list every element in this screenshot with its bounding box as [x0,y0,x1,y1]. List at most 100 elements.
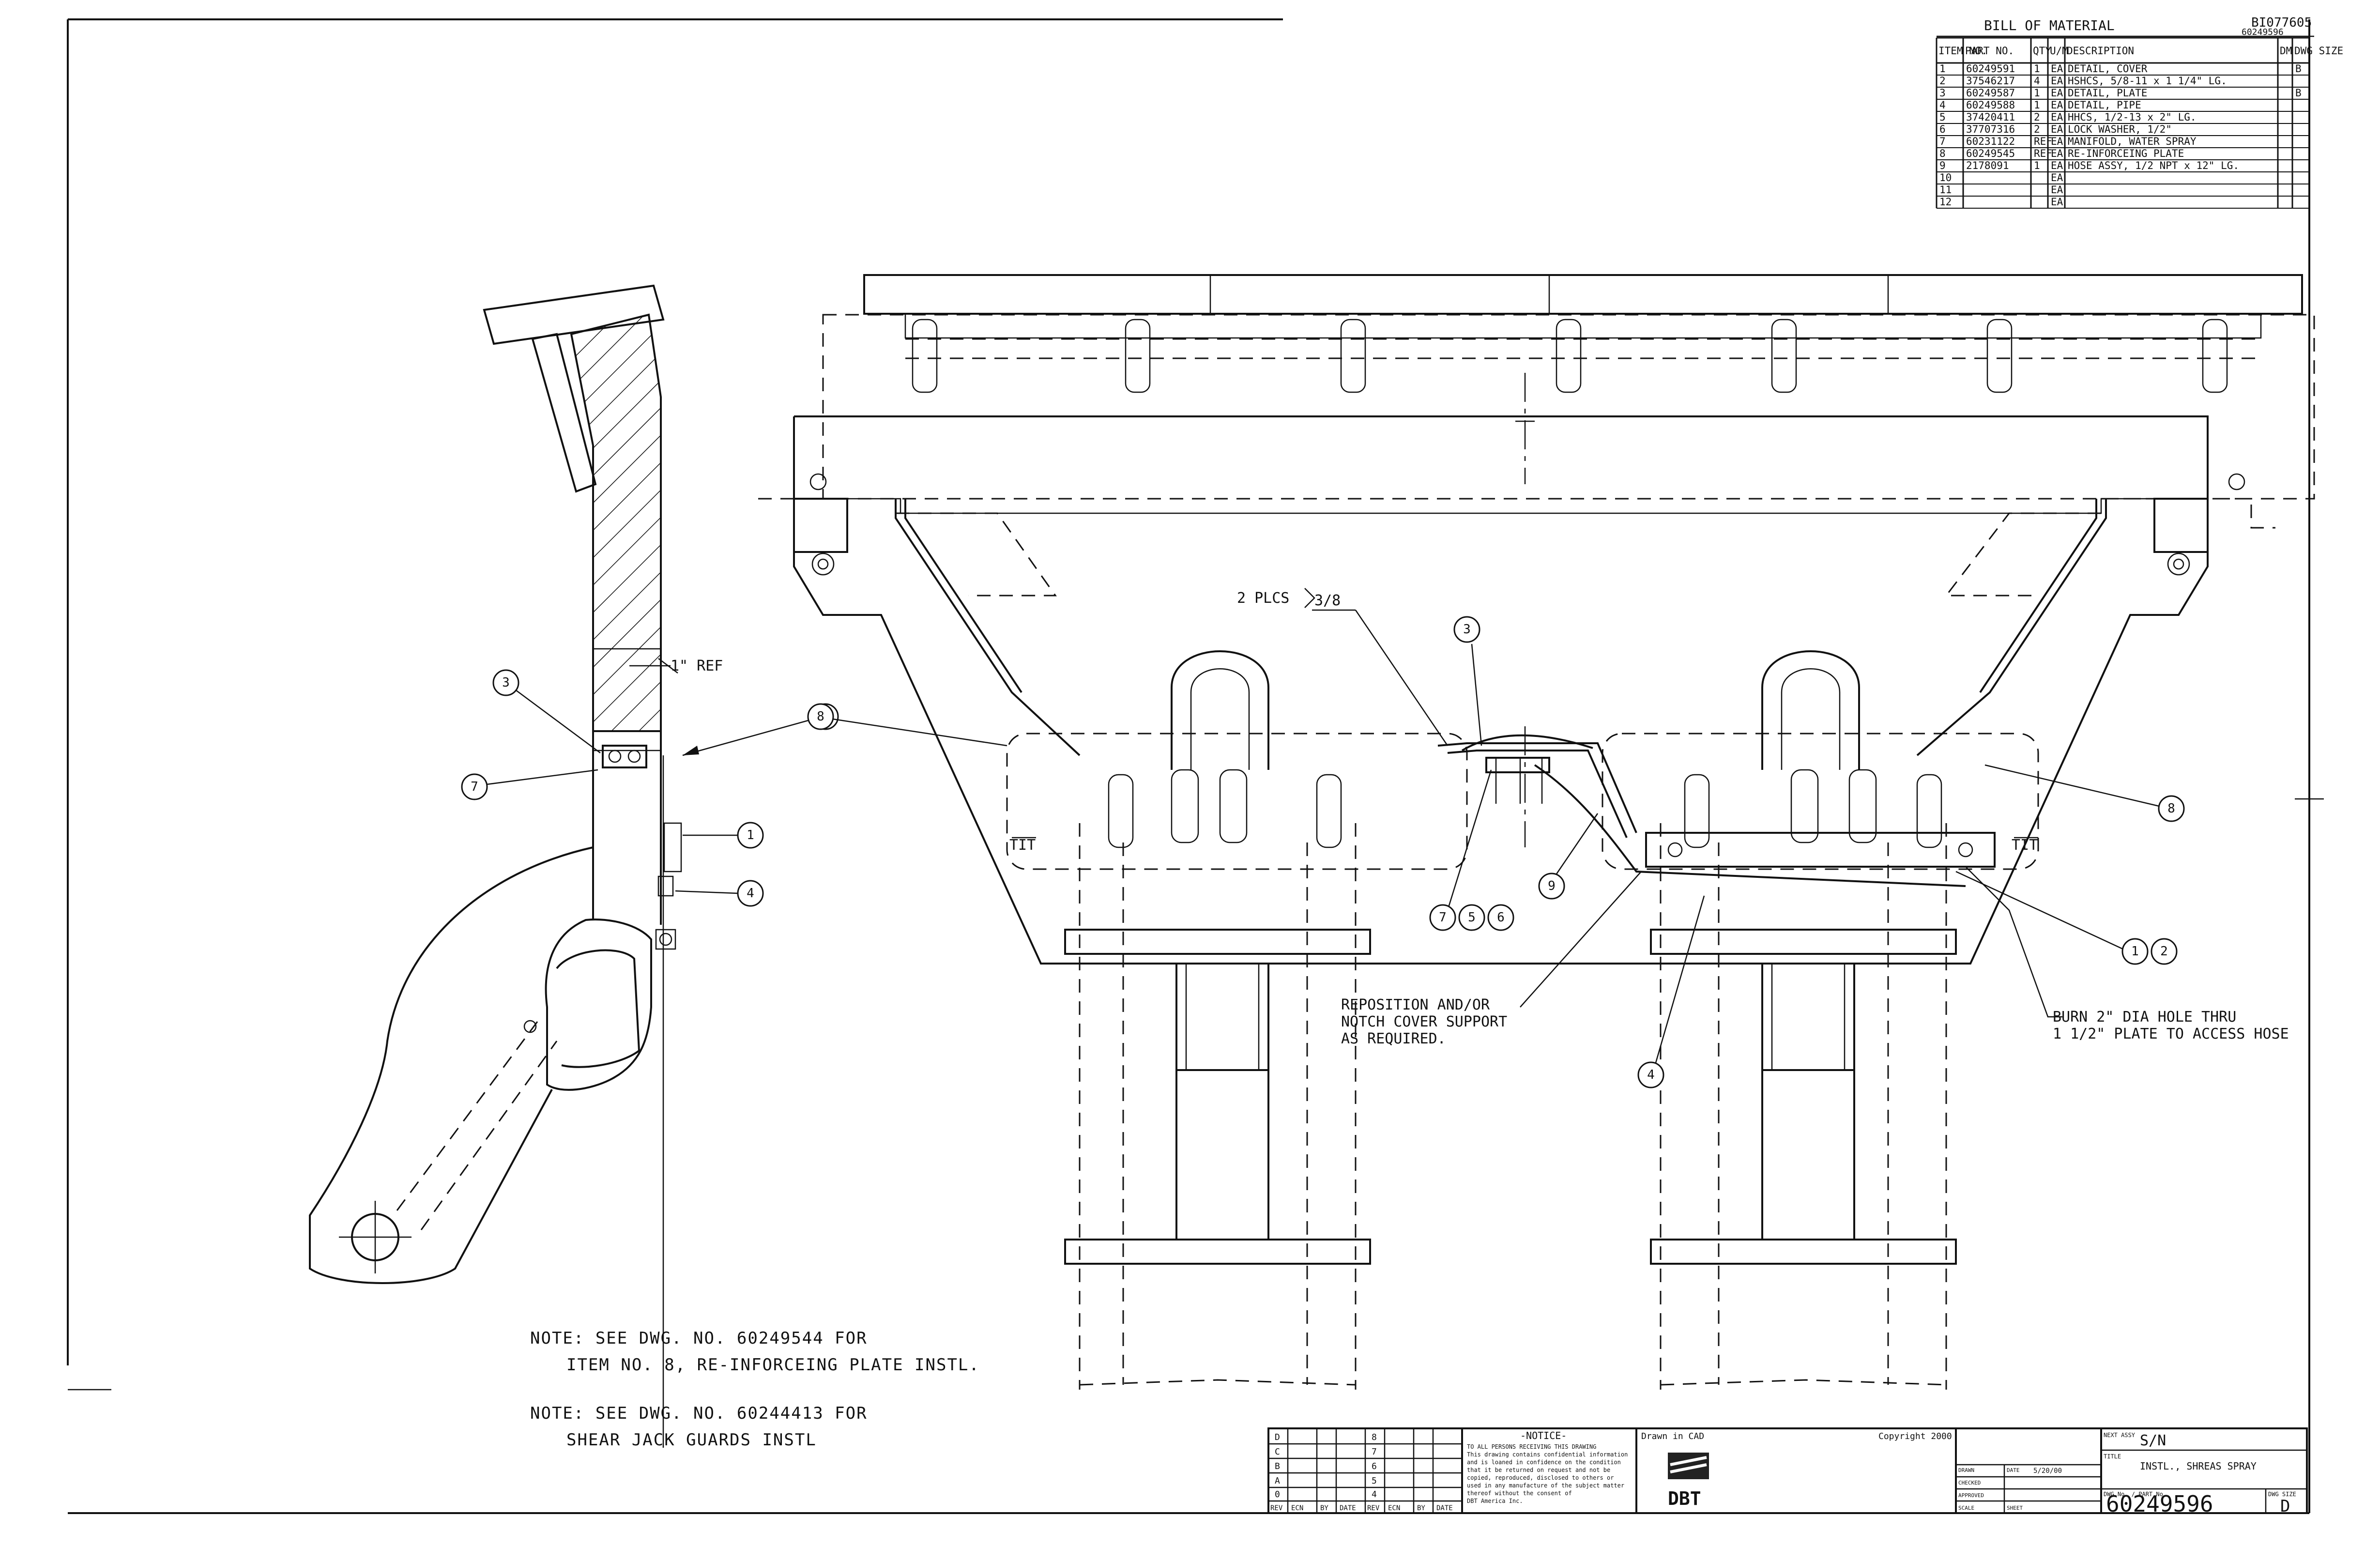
bom-cell: EA [2051,75,2063,87]
bom-cell: 7 [1939,136,1946,147]
title-block: D C B A 0 8 7 6 5 4 REV ECN BY DATE REV … [1267,1427,2308,1517]
bom-cell: 9 [1939,160,1946,171]
bom-cell: B [2295,63,2302,75]
notice-line-3: and is loaned in confidence on the condi… [1467,1459,1621,1466]
dbt-logo-icon [1668,1453,1709,1479]
bom-cell: EA [2051,99,2063,111]
front-cover-slots [912,319,2228,393]
next-assy-label: NEXT ASSY [2104,1432,2136,1439]
bom-cell: 60249588 [1966,99,2015,111]
weld-size: 3/8 [1314,592,1341,609]
note-2-line-1: NOTE: SEE DWG. NO. 60244413 FOR [530,1404,868,1423]
notice-line-5: copied, reproduced, disclosed to others … [1467,1474,1614,1481]
date-label: DATE [2007,1467,2020,1473]
bom-header: DWG SIZE [2294,45,2343,57]
bom-header: DESCRIPTION [2067,45,2134,57]
balloon-side-1: 1 [747,828,754,842]
bom-doc-number-sub: 60249596 [2242,27,2284,37]
bom-cell: 37546217 [1966,75,2015,87]
bom-cell: DETAIL, PIPE [2068,99,2141,111]
notice-title: -NOTICE- [1520,1430,1567,1441]
burn-line-1: BURN 2" DIA HOLE THRU [2053,1009,2236,1026]
bom-cell: 2 [2034,111,2040,123]
bom-cell: EA [2051,87,2063,99]
bom-cell: 4 [2034,75,2040,87]
balloon-side-7: 7 [471,780,478,794]
weld-label: 2 PLCS [1237,590,1289,607]
side-view: 1" REF [309,284,723,1448]
bom-cell: EA [2051,184,2063,196]
sheet-label: SHEET [2007,1505,2023,1511]
balloon-top-1: 1 [2131,944,2139,959]
bom-cell: EA [2051,172,2063,184]
bom-header: U/M [2050,45,2068,57]
bom-header: ITEM NO. [1938,45,1987,57]
notice-line-8: DBT America Inc. [1467,1498,1523,1504]
dwg-no-label: DWG No. / PART No. [2104,1491,2166,1498]
bom-cell: HOSE ASSY, 1/2 NPT x 12" LG. [2068,160,2239,171]
bom-cell: DETAIL, PLATE [2068,87,2147,99]
bom-cell: EA [2051,148,2063,159]
sheet-border [67,18,2324,1514]
bom-cell: 60249591 [1966,63,2015,75]
bom-cell: 60231122 [1966,136,2015,147]
rev-header-date-2: DATE [1436,1504,1453,1512]
center-bolts [1485,726,1550,847]
balloon-side-4: 4 [747,886,754,901]
bom-cell: 37420411 [1966,111,2015,123]
bom-cell: EA [2051,63,2063,75]
drawn-in-cad: Drawn in CAD [1641,1431,1704,1441]
rev2-cell-5: 4 [1372,1489,1377,1500]
bom-cell: LOCK WASHER, 1/2" [2068,123,2172,135]
bom-cell: 3 [1939,87,1946,99]
reposition-line-3: AS REQUIRED. [1341,1030,1446,1047]
bom-cell: 6 [1939,123,1946,135]
notice-line-7: thereof without the consent of [1467,1490,1572,1497]
title-label: TITLE [2104,1453,2121,1460]
front-view-callouts: 8 2 PLCS 3/8 3 7 5 6 9 REPOSITION AND/OR… [807,588,2289,1088]
bom-cell: 8 [1939,148,1946,159]
rev2-cell-4: 5 [1372,1476,1377,1486]
rev-cell-4: A [1275,1476,1280,1486]
bom-cell: EA [2051,136,2063,147]
note-1-line-2: ITEM NO. 8, RE-INFORCEING PLATE INSTL. [566,1355,980,1375]
bom-cell: REF [2034,148,2052,159]
notice-line-2: This drawing contains confidential infor… [1467,1451,1628,1458]
drawn-by-label: DRAWN [1958,1467,1974,1473]
bom-doc-number: BI077605 [2251,15,2312,30]
rev-header-ecn: ECN [1291,1504,1303,1512]
bom-header: DM [2280,45,2292,57]
copyright: Copyright 2000 [1878,1431,1952,1441]
bom-cell: 60249545 [1966,148,2015,159]
front-bracket-right [2153,498,2209,553]
manifold-plate [1645,832,1996,868]
rev2-cell-2: 7 [1372,1447,1377,1457]
bom-cell: EA [2051,196,2063,208]
rev-header-by: BY [1320,1504,1328,1512]
rev-cell-2: C [1275,1447,1280,1457]
balloon-top-9: 9 [1548,879,1556,893]
notice-line-4: that it be returned on request and not b… [1467,1467,1610,1473]
bom-cell: 4 [1939,99,1946,111]
balloon-top-3: 3 [1463,622,1471,637]
bom-cell: EA [2051,111,2063,123]
side-shoe [545,919,652,1091]
note-2-line-2: SHEAR JACK GUARDS INSTL [566,1430,817,1450]
bom-cell: EA [2051,123,2063,135]
bom-cell: 12 [1939,196,1952,208]
bom-cell: 2 [2034,123,2040,135]
front-cover-top [863,274,2303,315]
rev-cell-3: B [1275,1461,1280,1471]
bom-cell: 10 [1939,172,1952,184]
front-view: TIT TIT [750,274,2315,1390]
right-chute: TIT [1534,650,2039,1390]
reposition-line-2: NOTCH COVER SUPPORT [1341,1013,1507,1030]
balloon-top-8: 8 [817,709,824,724]
notice-line-6: used in any manufacture of the subject m… [1467,1482,1624,1489]
bom-header: PART NO. [1965,45,2014,57]
next-assy-value: S/N [2140,1432,2166,1449]
company-block: Drawn in CAD Copyright 2000 DBT DRAWN DA… [1641,1428,2101,1513]
notes: NOTE: SEE DWG. NO. 60249544 FOR ITEM NO.… [530,1329,980,1450]
